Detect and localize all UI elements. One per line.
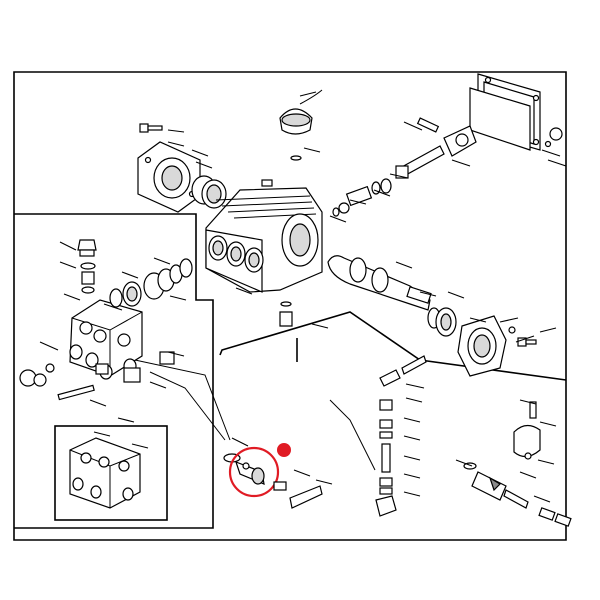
callout-leader [121,271,139,279]
callout-leader [131,443,149,449]
callout-leader [499,317,519,323]
highlight-dot [277,443,291,457]
callout-leader [403,491,421,497]
callout-leader [167,351,185,357]
callout-leader [235,287,253,295]
callout-leader [303,147,321,153]
callout-leader [403,121,423,131]
valve-cover-icon [469,73,563,151]
crankshaft-icon [327,255,432,311]
callout-leader [403,435,421,441]
callout-leader [167,129,185,133]
pump-crankcase-icon [205,179,323,327]
callout-leader [389,173,409,179]
callout-leader [519,399,537,405]
connector-line-c [329,399,376,471]
bearing-cover-left-icon [137,141,227,213]
callout-leader [195,161,213,169]
oil-sight-glass-icon [279,89,323,161]
connecting-rod-icon [395,117,477,179]
callout-leader [299,91,317,97]
connector-line-b [149,371,226,441]
callout-leader [395,261,413,269]
step-frame-line [219,311,567,381]
callout-leader [315,479,333,485]
hose-fitting-icon [375,355,427,517]
connector-line-a [134,359,231,441]
callout-leader [519,471,537,479]
callout-leader [547,159,567,167]
callout-leader [515,335,535,343]
callout-leader [455,459,473,467]
callout-lines [39,91,567,503]
callout-leader [447,291,465,299]
callout-leader [451,159,471,167]
valve-cap-icon [77,239,97,294]
callout-leader [191,149,209,157]
callout-leader [63,293,81,301]
callout-leader [469,317,487,323]
callout-leader [403,455,421,461]
callout-leader [403,417,421,423]
callout-leader [541,149,561,157]
nozzle-assembly-icon [463,401,572,527]
callout-leader [93,431,111,437]
callout-leader [153,257,171,265]
callout-leader [59,261,77,269]
callout-leader [231,437,249,447]
callout-leader [405,397,423,403]
callout-leader [89,399,107,407]
callout-leader [539,421,557,427]
callout-leader [167,141,185,147]
callout-leader [533,495,551,503]
callout-leader [39,341,59,351]
callout-leader [329,215,347,223]
inset-manifold-view-icon [69,437,141,509]
callout-leader [103,303,123,311]
plunger-parts-icon [332,178,392,217]
unloader-valve-icon [223,453,265,485]
callout-leader [169,295,187,301]
manifold-subframe [14,213,214,529]
callout-leader [539,327,557,333]
callout-leader [403,473,421,479]
callout-leader [59,241,77,251]
drain-plug-icon [19,351,175,401]
callout-leader [537,459,555,465]
callout-leader [293,469,311,477]
seal-stack-icon [109,258,193,308]
callout-leader [117,417,135,423]
callout-leader [311,323,329,329]
bypass-parts-icon [273,481,323,509]
inset-box [54,425,168,521]
callout-leader [373,189,391,197]
callout-leader [349,199,367,205]
bolt-icon [139,123,163,133]
bearing-cover-right-icon [427,307,537,377]
highlight-ring [228,446,280,498]
outer-frame [13,71,567,541]
callout-leader [419,291,437,297]
callout-leader [405,383,425,389]
callout-leader [149,381,167,389]
